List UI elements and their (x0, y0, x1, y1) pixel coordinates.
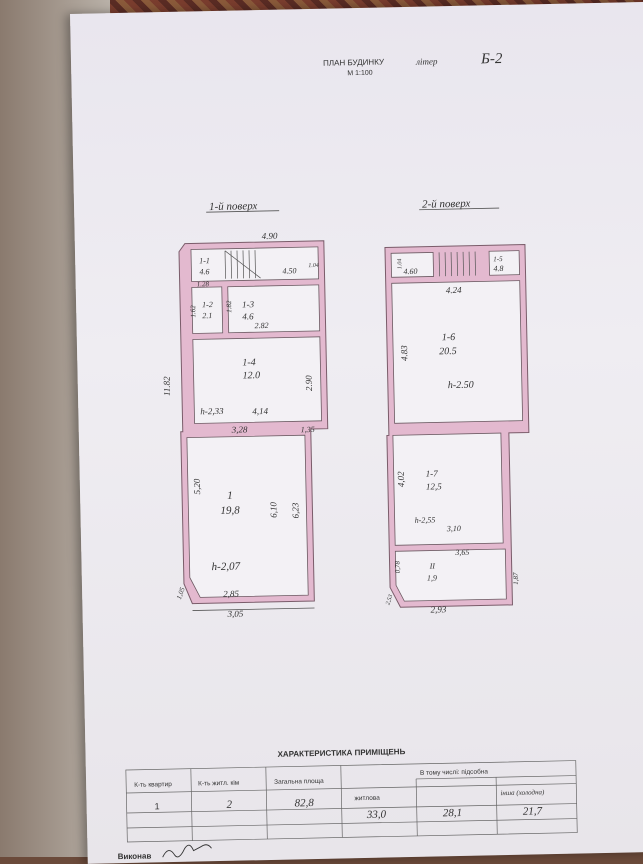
dim-f1-1-28: 1.28 (197, 280, 210, 288)
room-1-4-height: h-2,33 (200, 406, 224, 416)
room-1-6-height: h-2.50 (448, 380, 474, 392)
plan-scale: М 1:100 (347, 70, 373, 78)
dim-f1-6-23: 6,23 (290, 502, 300, 518)
room-1-1-id: 1-1 (199, 256, 210, 265)
dim-f1-5-20: 5,20 (192, 478, 202, 494)
room-1-3-id: 1-3 (242, 299, 255, 309)
dim-line-f1-bottom (192, 607, 315, 611)
room-1-2-id: 1-2 (202, 300, 213, 309)
dim-f1-4-14: 4,14 (252, 406, 268, 416)
liter-label: літер (415, 56, 438, 66)
liter-value: Б-2 (480, 51, 503, 67)
dim-f1-2-85: 2,85 (223, 589, 239, 599)
room-1-1-area: 4.6 (199, 267, 209, 276)
table-cell-rooms: 2 (226, 799, 232, 811)
floor-plan-drawing: ПЛАН БУДИНКУ літер Б-2 М 1:100 1-й повер… (118, 51, 578, 861)
room-1-7-id: 1-7 (426, 468, 439, 478)
dim-f2-4-02: 4,02 (396, 471, 406, 487)
dim-f1-1-04: 1.04 (308, 262, 319, 269)
table-header-living: житлова (354, 795, 380, 803)
dim-f2-4-24: 4.24 (446, 285, 462, 295)
dim-f2-2-53: 2,53 (385, 594, 394, 606)
document-sheet: ПЛАН БУДИНКУ літер Б-2 М 1:100 1-й повер… (70, 1, 643, 864)
room-1-5-id: 1-5 (493, 255, 503, 263)
floor-2-title-underline (419, 207, 500, 211)
floor-1-title-underline (206, 210, 280, 213)
room-1-7-area: 12,5 (426, 481, 442, 491)
room-II-area: 1,9 (427, 573, 437, 582)
room-1-id: 1 (227, 490, 233, 502)
room-1-6-id: 1-6 (442, 332, 456, 343)
dim-f1-1-62: 1.62 (189, 305, 197, 318)
floor-2-plan (384, 244, 530, 608)
room-1-4-area: 12.0 (243, 370, 261, 381)
dim-f1-6-10: 6,10 (268, 501, 278, 517)
table-cell-total: 82,8 (294, 797, 314, 809)
floor-1-plan (178, 240, 329, 605)
dim-f1-1-05: 1,05 (175, 586, 187, 601)
dim-f2-4-83: 4.83 (399, 345, 409, 361)
room-1-area: 19,8 (220, 505, 240, 517)
floor-1-title: 1-й поверх (209, 200, 258, 213)
room-1-2-area: 2.1 (202, 311, 212, 320)
dim-f1-2-90: 2.90 (304, 375, 314, 391)
table-cell-living: 33,0 (366, 809, 387, 821)
signed-label: Виконав (118, 851, 152, 861)
dim-f2-1-87: 1,87 (512, 572, 520, 585)
dim-f2-2-93: 2,93 (430, 604, 446, 614)
room-1-3-area: 4.6 (242, 311, 254, 321)
dim-f1-top: 4.90 (262, 231, 278, 241)
room-1-5-area: 4.8 (493, 264, 503, 273)
table-header-total: Загальна площа (274, 778, 324, 786)
table-cell-other: 21,7 (523, 805, 543, 817)
rooms-table-grid (125, 760, 578, 843)
dim-f2-4-60: 4.60 (403, 267, 417, 276)
table-header-apartments: К-ть квартир (134, 781, 172, 789)
room-II-id: II (429, 561, 436, 570)
room-1-6-area: 20.5 (439, 346, 457, 357)
dim-f1-3-05: 3,05 (226, 608, 243, 618)
floor-2-title: 2-й поверх (422, 198, 471, 211)
dim-f2-1-04: 1.04 (396, 259, 403, 270)
table-cell-utility: 28,1 (443, 807, 462, 819)
table-header-other: інша (холодна) (500, 788, 545, 797)
dim-f1-1-82: 1.82 (225, 300, 233, 313)
dim-f1-3-28: 3,28 (231, 424, 248, 434)
dim-f1-4-50: 4.50 (282, 266, 296, 275)
table-header-utility: В тому числі: підсобна (420, 767, 489, 776)
signature (162, 844, 212, 858)
dim-f2-0-78: 0,78 (394, 560, 402, 573)
table-header-rooms: К-ть житл. кім (198, 779, 240, 788)
dim-f2-3-65: 3,65 (454, 548, 469, 557)
room-1-7-height: h-2,55 (415, 515, 436, 524)
plan-title: ПЛАН БУДИНКУ (323, 57, 385, 67)
dim-f1-1-35: 1,35 (301, 425, 315, 434)
dim-f2-3-10: 3,10 (446, 524, 461, 533)
room-1-height: h-2,07 (211, 561, 240, 574)
room-1-4-id: 1-4 (242, 357, 256, 368)
table-cell-apartments: 1 (155, 801, 160, 811)
dim-f1-2-82: 2.82 (254, 321, 268, 330)
table-title: ХАРАКТЕРИСТИКА ПРИМІЩЕНЬ (277, 747, 405, 759)
dim-f1-11-82: 11.82 (162, 376, 172, 396)
